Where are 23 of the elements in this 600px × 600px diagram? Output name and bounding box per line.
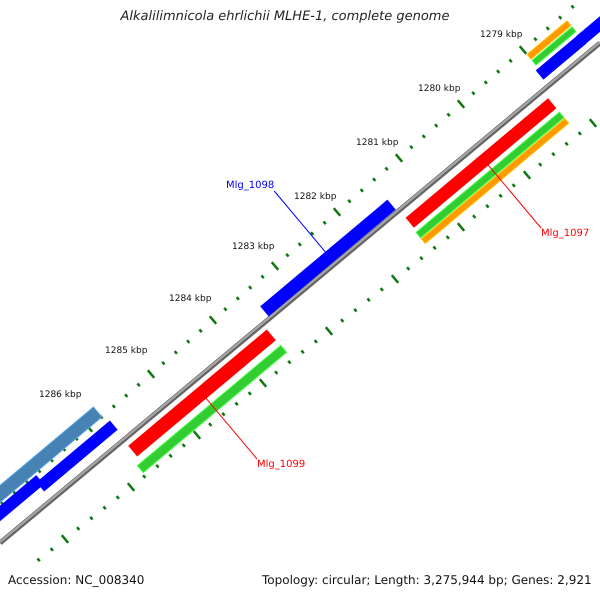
gene-bar (526, 20, 572, 60)
footer-text: Topology: circular; Length: 3,275,944 bp; Genes: 2,921 (262, 573, 592, 587)
gene-bar (536, 34, 586, 80)
gene-label: Mlg_1097 (541, 228, 590, 239)
leader-line (205, 398, 258, 460)
scale-label: 1281 kbp (356, 138, 398, 148)
scale-label: 1285 kbp (105, 346, 148, 356)
gene-bar (260, 200, 396, 316)
leader-line (488, 164, 542, 228)
scale-label: 1280 kbp (418, 84, 460, 94)
scale-label: 1283 kbp (232, 242, 274, 252)
gene-label: Mlg_1098 (226, 180, 274, 191)
gene-label: Mlg_1099 (257, 459, 306, 470)
title: Alkalilimnicola ehrlichii MLHE-1, complete genome (119, 9, 450, 24)
scale-label: 1282 kbp (294, 192, 336, 202)
gene-bar (406, 98, 556, 228)
scale-label: 1279 kbp (480, 30, 522, 40)
gene-bar (531, 26, 577, 66)
scale-label: 1284 kbp (169, 294, 212, 304)
leader-line (274, 190, 326, 253)
scale-label: 1286 kbp (39, 390, 82, 400)
gene-bar (128, 329, 276, 457)
footer-text: Accession: NC_008340 (8, 573, 144, 587)
